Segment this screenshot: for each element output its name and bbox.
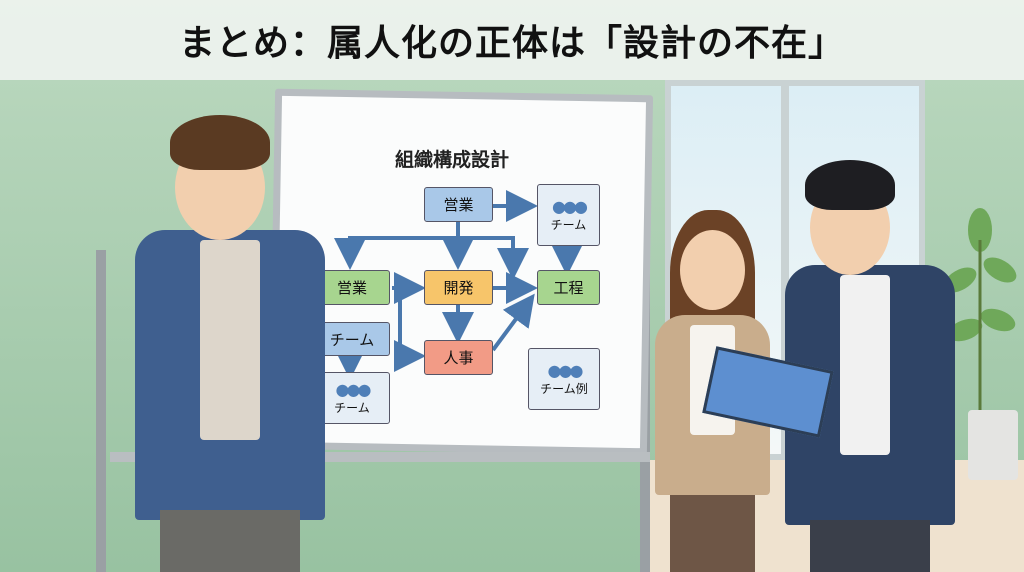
node-team-card: ●●●チーム xyxy=(314,372,390,424)
whiteboard-tray xyxy=(110,452,650,462)
node-process: 工程 xyxy=(537,270,600,305)
node-team-top: ●●●チーム xyxy=(537,184,600,246)
plant-pot xyxy=(968,410,1018,480)
people-icon: ●●● xyxy=(335,380,372,399)
node-sales-top: 営業 xyxy=(424,187,493,222)
man-right xyxy=(780,160,960,572)
people-icon: ●●● xyxy=(552,197,588,216)
man-left xyxy=(130,110,330,572)
node-team-example: ●●●チーム例 xyxy=(528,348,600,410)
whiteboard-title: 組織構成設計 xyxy=(395,149,510,171)
people-icon: ●●● xyxy=(547,361,584,380)
node-hr: 人事 xyxy=(424,340,493,375)
whiteboard-stand xyxy=(96,250,106,572)
node-development: 開発 xyxy=(424,270,493,305)
page-title: まとめ：属人化の正体は「設計の不在」 xyxy=(0,0,1024,80)
